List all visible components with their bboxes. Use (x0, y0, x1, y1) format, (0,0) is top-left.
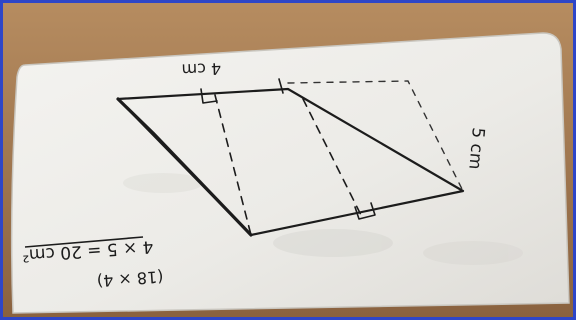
whiteboard-photo: 4 cm 5 cm 4 × 5 = 20 cm² (18 × 4) (3, 3, 573, 317)
bracket-note-label: (18 × 4) (96, 267, 164, 291)
side-length-label: 5 cm (464, 127, 488, 171)
whiteboard-smudges (123, 173, 523, 265)
top-length-label: 4 cm (181, 59, 221, 79)
calculation-underline (24, 236, 144, 248)
parallelogram-drawing (116, 78, 465, 237)
whiteboard (10, 32, 570, 314)
